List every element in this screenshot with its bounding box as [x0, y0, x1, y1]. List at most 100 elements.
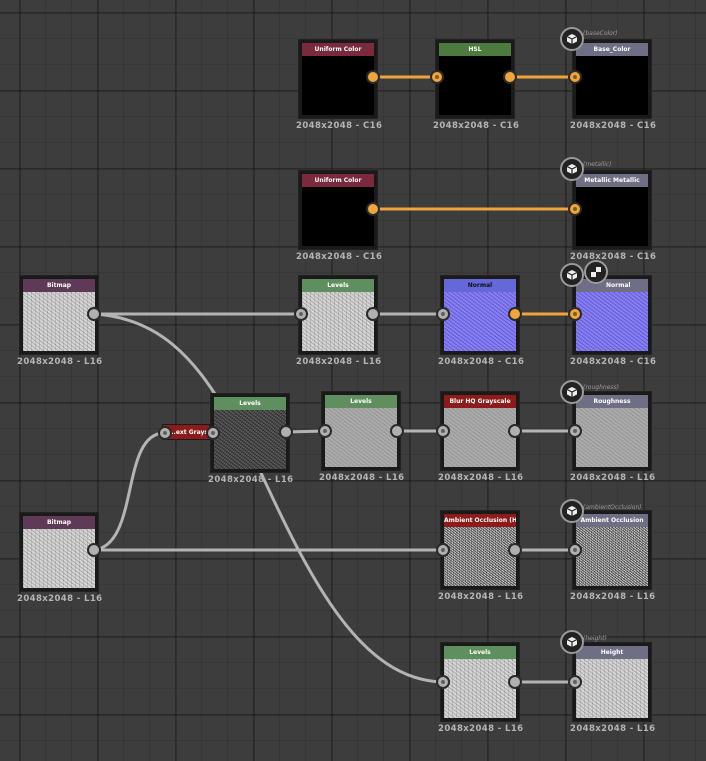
cube-icon[interactable]: [560, 630, 584, 654]
input-port[interactable]: [568, 307, 582, 321]
node-thumbnail: [214, 410, 286, 469]
node-title: Metallic Metallic: [576, 174, 648, 187]
node-title: Roughness: [576, 395, 648, 408]
input-port[interactable]: [294, 307, 308, 321]
output-port[interactable]: [508, 675, 522, 689]
node-thumbnail: [444, 659, 516, 718]
input-port[interactable]: [568, 424, 582, 438]
output-port[interactable]: [508, 307, 522, 321]
node-resolution: 2048x2048 - L16: [319, 473, 405, 483]
node-title: Normal: [576, 279, 648, 292]
node-title: Ambient Occlusion: [576, 514, 648, 527]
output-port[interactable]: [503, 70, 517, 84]
node-output-roughness[interactable]: Roughness 2048x2048 - L16: [570, 392, 655, 483]
node-title: Uniform Color: [302, 43, 374, 56]
node-resolution: 2048x2048 - C16: [570, 357, 657, 367]
node-bitmap-2[interactable]: Bitmap 2048x2048 - L16: [17, 513, 102, 604]
input-port[interactable]: [436, 675, 450, 689]
node-resolution: 2048x2048 - L16: [438, 473, 524, 483]
output-port[interactable]: [508, 424, 522, 438]
output-port[interactable]: [366, 70, 380, 84]
node-thumbnail: [302, 56, 374, 115]
cube-icon[interactable]: [560, 499, 584, 523]
output-port[interactable]: [87, 307, 101, 321]
input-port[interactable]: [206, 426, 220, 440]
output-comment: (metallic): [583, 161, 612, 168]
output-port[interactable]: [366, 202, 380, 216]
output-comment: (height): [583, 635, 607, 642]
node-resolution: 2048x2048 - L16: [570, 724, 656, 734]
input-port[interactable]: [430, 70, 444, 84]
node-ambient-occlusion-hbao[interactable]: Ambient Occlusion (HB... 2048x2048 - L16: [438, 511, 523, 602]
input-port[interactable]: [568, 202, 582, 216]
wire-levelscenter-levels3: [253, 459, 444, 684]
node-title: HSL: [439, 43, 511, 56]
node-title: Height: [576, 646, 648, 659]
node-resolution: 2048x2048 - C16: [570, 252, 657, 262]
output-comment: (baseColor): [583, 30, 618, 37]
node-output-normal[interactable]: Normal 2048x2048 - C16: [570, 276, 656, 367]
node-thumbnail: [576, 292, 648, 351]
wire-bitmap2-grays: [93, 431, 165, 552]
node-resolution: 2048x2048 - L16: [438, 592, 524, 602]
output-comment: (roughness): [583, 384, 619, 391]
node-title: Ambient Occlusion (HB...: [444, 514, 516, 527]
node-thumbnail: [444, 292, 516, 351]
node-uniform-color-1[interactable]: Uniform Color 2048x2048 - C16: [296, 40, 382, 131]
node-thumbnail: [23, 529, 95, 588]
input-port[interactable]: [568, 675, 582, 689]
node-thumbnail: [444, 527, 516, 586]
output-port[interactable]: [390, 424, 404, 438]
input-port[interactable]: [436, 543, 450, 557]
cube-icon[interactable]: [560, 157, 584, 181]
cube-icon[interactable]: [560, 263, 584, 287]
input-port[interactable]: [436, 307, 450, 321]
node-resolution: 2048x2048 - L16: [296, 357, 382, 367]
node-thumbnail: [325, 408, 397, 467]
input-port[interactable]: [568, 70, 582, 84]
output-port[interactable]: [366, 307, 380, 321]
node-title: Bitmap: [23, 279, 95, 292]
checker-icon[interactable]: [584, 260, 608, 284]
node-resolution: 2048x2048 - C16: [438, 357, 525, 367]
node-thumbnail: [302, 292, 374, 351]
node-resolution: 2048x2048 - L16: [438, 724, 524, 734]
node-resolution: 2048x2048 - C16: [296, 121, 383, 131]
node-normal[interactable]: Normal 2048x2048 - C16: [438, 276, 524, 367]
input-port[interactable]: [318, 424, 332, 438]
node-resolution: 2048x2048 - L16: [570, 592, 656, 602]
node-title: Normal: [444, 279, 516, 292]
input-port[interactable]: [158, 426, 172, 440]
node-title: Base_Color: [576, 43, 648, 56]
node-output-height[interactable]: Height 2048x2048 - L16: [570, 643, 655, 734]
output-port[interactable]: [279, 425, 293, 439]
node-resolution: 2048x2048 - L16: [17, 357, 103, 367]
node-thumbnail: [439, 56, 511, 115]
node-levels-center[interactable]: Levels 2048x2048 - L16: [208, 394, 293, 485]
input-port[interactable]: [568, 543, 582, 557]
output-port[interactable]: [508, 543, 522, 557]
node-resolution: 2048x2048 - C16: [570, 121, 657, 131]
node-blur-hq-grayscale[interactable]: Blur HQ Grayscale 2048x2048 - L16: [438, 392, 523, 483]
cube-icon[interactable]: [560, 380, 584, 404]
node-title: Blur HQ Grayscale: [444, 395, 516, 408]
output-port[interactable]: [87, 543, 101, 557]
node-output-ambient-occlusion[interactable]: Ambient Occlusion 2048x2048 - L16: [570, 511, 655, 602]
node-thumbnail: [23, 292, 95, 351]
node-title: Levels: [444, 646, 516, 659]
node-thumbnail: [576, 527, 648, 586]
node-thumbnail: [302, 187, 374, 246]
node-output-metallic[interactable]: Metallic Metallic 2048x2048 - C16: [570, 171, 656, 262]
node-title: Levels: [214, 397, 286, 410]
input-port[interactable]: [436, 424, 450, 438]
node-resolution: 2048x2048 - L16: [17, 594, 103, 604]
node-resolution: 2048x2048 - L16: [208, 475, 294, 485]
node-output-base-color[interactable]: Base_Color 2048x2048 - C16: [570, 40, 656, 131]
output-comment: (ambientOcclusion): [583, 504, 642, 511]
node-title: Bitmap: [23, 516, 95, 529]
cube-icon[interactable]: [560, 27, 584, 51]
node-levels-2[interactable]: Levels 2048x2048 - L16: [319, 392, 404, 483]
node-bitmap-1[interactable]: Bitmap 2048x2048 - L16: [17, 276, 102, 367]
node-title: Levels: [302, 279, 374, 292]
node-levels-3[interactable]: Levels 2048x2048 - L16: [438, 643, 523, 734]
